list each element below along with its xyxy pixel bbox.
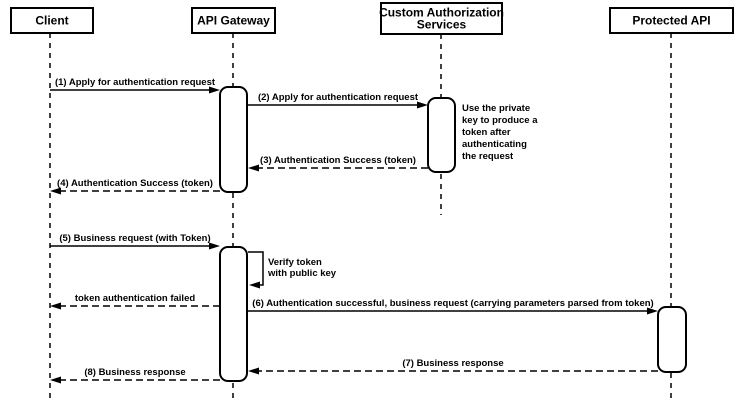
msg-6-arrowhead <box>647 307 658 315</box>
msg-1-label: (1) Apply for authentication request <box>55 77 216 88</box>
msg-3-label: (3) Authentication Success (token) <box>260 155 416 166</box>
msg-7-arrowhead <box>248 367 259 375</box>
msg-1-arrowhead <box>209 86 220 94</box>
actor-label-papi: Protected API <box>632 14 710 28</box>
msg-6-label: (6) Authentication successful, business … <box>252 298 653 309</box>
gateway-activation-2 <box>219 246 248 382</box>
actor-box-cas <box>380 2 503 35</box>
msg-verify-token-line <box>248 251 264 286</box>
actor-label-client: Client <box>35 14 68 28</box>
msg-token-failed-arrowhead <box>50 302 61 310</box>
msg-4-label: (4) Authentication Success (token) <box>57 178 213 189</box>
msg-4-arrowhead <box>50 187 61 195</box>
actor-box-gateway <box>191 7 276 34</box>
msg-2-label: (2) Apply for authentication request <box>258 92 419 103</box>
msg-verify-token-arrowhead <box>249 281 260 289</box>
gateway-activation-1 <box>219 86 248 193</box>
actor-box-papi <box>609 7 734 34</box>
msg-5-arrowhead <box>209 242 220 250</box>
papi-activation <box>657 306 687 373</box>
msg-8-label: (8) Business response <box>84 367 185 378</box>
msg-8-arrowhead <box>50 376 61 384</box>
msg-token-failed-label: token authentication failed <box>75 293 196 304</box>
msg-7-label: (7) Business response <box>402 358 503 369</box>
actor-box-client <box>10 7 94 34</box>
msg-5-label: (5) Business request (with Token) <box>59 233 210 244</box>
msg-2-arrowhead <box>417 101 428 109</box>
cas-activation <box>427 97 456 173</box>
actor-label-gateway: API Gateway <box>197 14 270 28</box>
msg-3-arrowhead <box>248 164 259 172</box>
